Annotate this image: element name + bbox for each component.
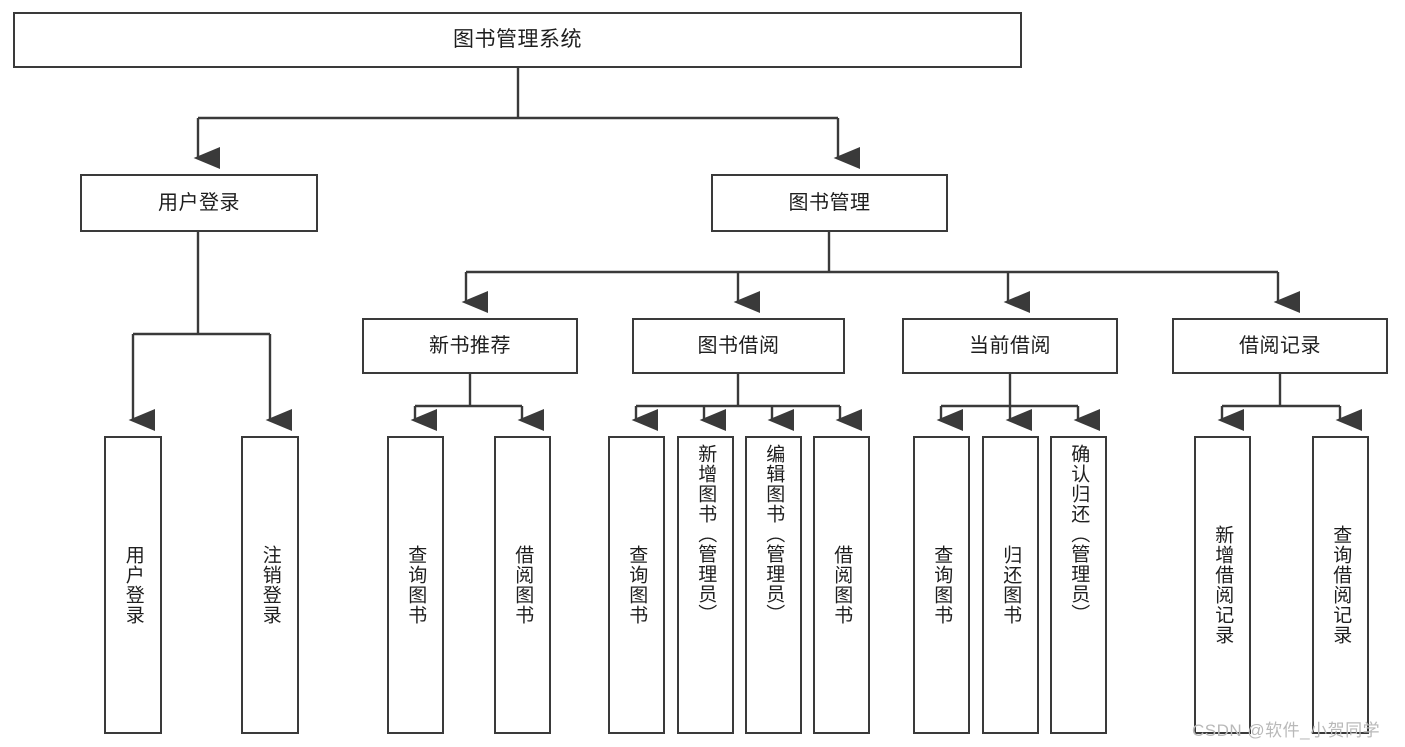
node-label: 借阅图书 xyxy=(512,545,534,625)
node-user-login[interactable]: 用户登录 xyxy=(80,174,318,232)
leaf-query-books-borrow[interactable]: 查询图书 xyxy=(608,436,665,734)
node-root-book-management-system[interactable]: 图书管理系统 xyxy=(13,12,1022,68)
node-label: 查询图书 xyxy=(931,545,953,625)
node-label: 图书管理 xyxy=(788,191,871,214)
leaf-query-books-current[interactable]: 查询图书 xyxy=(913,436,970,734)
node-new-book-recommendation[interactable]: 新书推荐 xyxy=(362,318,578,374)
leaf-add-borrow-record[interactable]: 新增借阅记录 xyxy=(1194,436,1251,734)
leaf-add-book-admin[interactable]: 新增图书（管理员） xyxy=(677,436,734,734)
node-label: 图书借阅 xyxy=(697,334,780,357)
leaf-query-borrow-record[interactable]: 查询借阅记录 xyxy=(1312,436,1369,734)
node-label: 归还图书 xyxy=(1000,545,1022,625)
node-label: 借阅记录 xyxy=(1239,334,1321,357)
node-current-borrowing[interactable]: 当前借阅 xyxy=(902,318,1118,374)
leaf-logout[interactable]: 注销登录 xyxy=(241,436,299,734)
node-label: 用户登录 xyxy=(158,191,240,214)
watermark: CSDN @软件_小贺同学 xyxy=(1192,721,1381,740)
node-book-management[interactable]: 图书管理 xyxy=(711,174,948,232)
leaf-query-books-recommend[interactable]: 查询图书 xyxy=(387,436,444,734)
node-label: 查询图书 xyxy=(626,545,648,625)
leaf-confirm-return-admin[interactable]: 确认归还（管理员） xyxy=(1050,436,1107,734)
node-borrow-records[interactable]: 借阅记录 xyxy=(1172,318,1388,374)
node-label: 当前借阅 xyxy=(969,334,1051,357)
node-label: 编辑图书（管理员） xyxy=(763,444,785,624)
leaf-edit-book-admin[interactable]: 编辑图书（管理员） xyxy=(745,436,802,734)
node-label: 借阅图书 xyxy=(831,545,853,625)
node-label: 新书推荐 xyxy=(429,334,511,357)
node-label: 新增借阅记录 xyxy=(1212,525,1234,645)
leaf-user-login[interactable]: 用户登录 xyxy=(104,436,162,734)
node-label: 查询借阅记录 xyxy=(1330,525,1352,645)
node-label: 注销登录 xyxy=(259,545,281,625)
node-label: 用户登录 xyxy=(122,545,144,625)
node-label: 确认归还（管理员） xyxy=(1068,444,1090,624)
leaf-borrow-books-recommend[interactable]: 借阅图书 xyxy=(494,436,551,734)
node-label: 查询图书 xyxy=(405,545,427,625)
node-book-borrowing[interactable]: 图书借阅 xyxy=(632,318,845,374)
leaf-return-books[interactable]: 归还图书 xyxy=(982,436,1039,734)
node-label: 图书管理系统 xyxy=(453,28,582,52)
node-label: 新增图书（管理员） xyxy=(695,444,717,624)
leaf-borrow-books[interactable]: 借阅图书 xyxy=(813,436,870,734)
